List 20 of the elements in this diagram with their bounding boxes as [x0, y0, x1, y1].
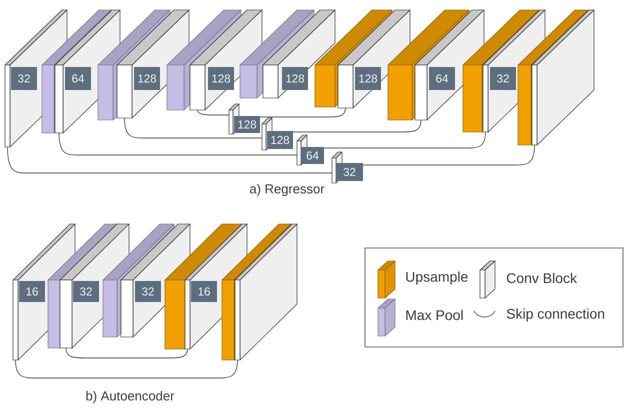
channel-badge: 32: [336, 163, 363, 181]
skip-connection: [66, 348, 188, 358]
conv-slab: [532, 10, 594, 146]
legend-label: Conv Block: [506, 272, 577, 284]
channel-badge: 16: [19, 281, 45, 302]
channel-badge: 32: [11, 67, 37, 90]
channel-badge: 128: [267, 131, 293, 149]
legend-label: Upsample: [406, 271, 468, 285]
legend-label: Skip connection: [506, 308, 604, 322]
skip-connection: [197, 110, 230, 116]
caption: a) Regressor: [250, 184, 324, 196]
skip-connection: [58, 132, 298, 156]
channel-badge: 128: [234, 116, 260, 133]
skip-connection: [324, 132, 486, 148]
skip-connection: [124, 118, 262, 138]
channel-badge: 64: [301, 147, 324, 164]
channel-badge: 128: [134, 67, 160, 90]
legend-label: Max Pool: [406, 310, 463, 320]
caption: b) Autoencoder: [86, 390, 174, 404]
conv-slab: [234, 224, 298, 360]
